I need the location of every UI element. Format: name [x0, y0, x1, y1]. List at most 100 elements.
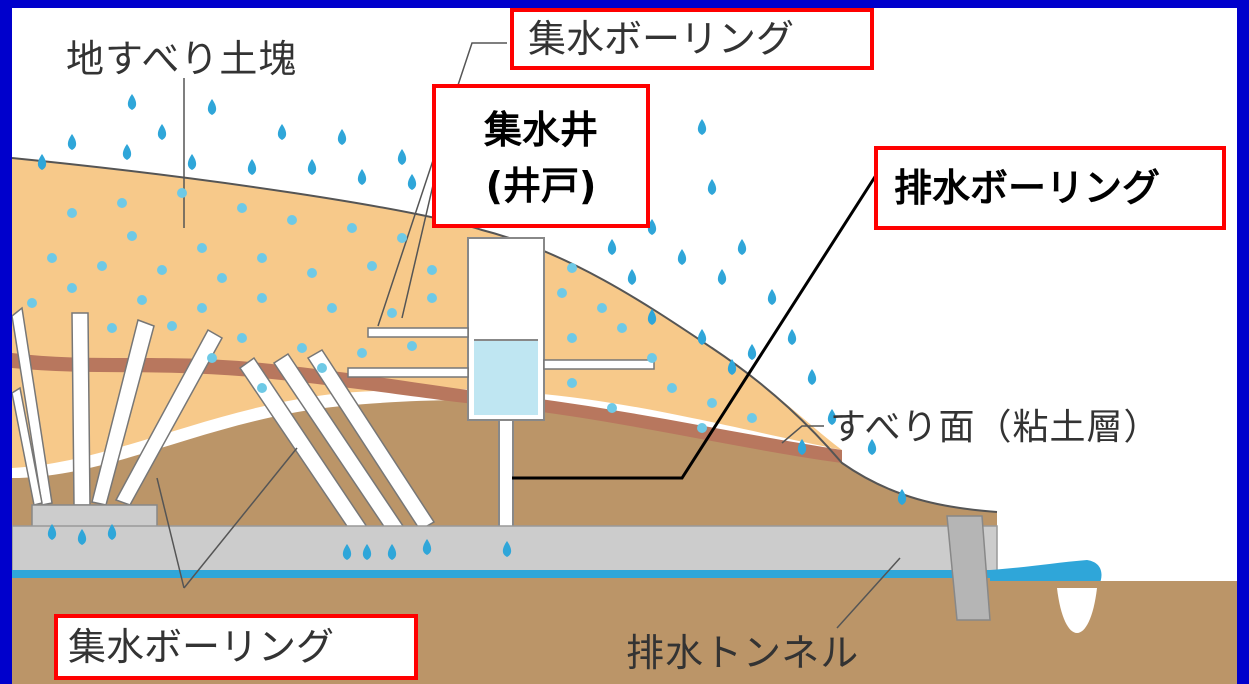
water-dot: [317, 363, 327, 373]
water-droplet: [307, 159, 317, 175]
water-droplet: [697, 329, 707, 345]
water-dot: [567, 378, 577, 388]
water-dot: [607, 403, 617, 413]
water-droplets: [37, 94, 907, 560]
label-collection-well-line2: (井戸): [485, 164, 597, 208]
well-horizontal-borings: [347, 327, 655, 378]
tunnel-outlet: [946, 515, 991, 621]
water-dot: [357, 348, 367, 358]
water-dot: [167, 321, 177, 331]
water-dot: [107, 323, 117, 333]
water-dot: [347, 223, 357, 233]
tunnel-water: [12, 570, 997, 578]
boring-pipe: [347, 367, 469, 378]
water-dot: [327, 303, 337, 313]
water-droplet: [387, 544, 397, 560]
diagram-stage: 地すべり土塊 集水ボーリング 集水井 (井戸) 排水ボーリング すべり面（粘土層…: [12, 8, 1237, 684]
water-droplet: [747, 344, 757, 360]
water-dot: [307, 268, 317, 278]
water-dot: [137, 295, 147, 305]
water-dot: [117, 198, 127, 208]
water-dot: [197, 243, 207, 253]
water-dot: [707, 398, 717, 408]
water-droplet: [157, 124, 167, 140]
water-dot: [617, 323, 627, 333]
boring-pipe: [12, 306, 53, 506]
water-dot: [237, 333, 247, 343]
boring-pipe: [543, 359, 655, 370]
water-dot: [67, 283, 77, 293]
water-droplet: [647, 309, 657, 325]
water-droplet: [827, 409, 837, 425]
water-droplet: [867, 439, 877, 455]
label-collection-well-line1: 集水井: [483, 108, 598, 152]
collection-well: [467, 237, 545, 529]
water-droplet: [357, 169, 367, 185]
water-droplet: [247, 159, 257, 175]
boring-pipe: [71, 312, 91, 506]
water-dot: [557, 288, 567, 298]
outflow-water: [990, 560, 1102, 602]
water-dot: [407, 341, 417, 351]
water-droplet: [127, 94, 137, 110]
water-droplet: [797, 439, 807, 455]
water-droplet: [362, 544, 372, 560]
water-droplet: [627, 269, 637, 285]
landslide-soil-mass: [12, 158, 842, 468]
water-droplet: [47, 524, 57, 540]
water-droplet: [67, 134, 77, 150]
water-dot: [287, 215, 297, 225]
well-pipe: [498, 417, 514, 529]
water-droplet: [337, 129, 347, 145]
landslide-drainage-diagram: [12, 42, 1237, 684]
boring-pipe: [367, 327, 469, 338]
water-droplet: [707, 179, 717, 195]
water-dot: [67, 208, 77, 218]
water-droplet: [697, 119, 707, 135]
water-dot: [207, 353, 217, 363]
water-droplet: [737, 239, 747, 255]
boring-pipe: [12, 386, 43, 506]
water-dot: [197, 303, 207, 313]
water-droplet: [727, 359, 737, 375]
water-dot: [47, 253, 57, 263]
water-droplet: [607, 239, 617, 255]
water-droplet: [187, 154, 197, 170]
water-dot: [297, 343, 307, 353]
water-droplet: [122, 144, 132, 160]
water-droplet: [717, 269, 727, 285]
water-droplet: [767, 289, 777, 305]
valley-ground: [997, 581, 1237, 684]
drainage-boring-leader: [512, 157, 889, 480]
label-drainage-boring: 排水ボーリング: [874, 146, 1226, 230]
water-dot: [387, 308, 397, 318]
slip-surface-layer: [12, 353, 842, 463]
label-collection-boring-top: 集水ボーリング: [510, 8, 874, 70]
groundwater-dots: [27, 188, 757, 433]
water-droplet: [207, 99, 217, 115]
water-dot: [427, 265, 437, 275]
water-dot: [567, 263, 577, 273]
water-droplet: [407, 174, 417, 190]
water-dot: [647, 353, 657, 363]
water-droplet: [677, 249, 687, 265]
outflow-pit-hole: [1057, 588, 1097, 633]
water-droplet: [342, 544, 352, 560]
water-droplet: [397, 149, 407, 165]
water-dot: [667, 383, 677, 393]
water-droplet: [897, 489, 907, 505]
water-dot: [257, 383, 267, 393]
water-dot: [567, 333, 577, 343]
water-droplet: [422, 539, 432, 555]
water-droplet: [502, 541, 512, 557]
water-droplet: [37, 154, 47, 170]
water-dot: [237, 203, 247, 213]
label-collection-boring-bottom: 集水ボーリング: [54, 614, 418, 680]
water-dot: [177, 188, 187, 198]
water-dot: [257, 253, 267, 263]
water-droplet: [807, 369, 817, 385]
label-collection-well: 集水井 (井戸): [432, 84, 650, 228]
well-water: [474, 340, 538, 415]
water-dot: [157, 265, 167, 275]
water-dot: [397, 233, 407, 243]
